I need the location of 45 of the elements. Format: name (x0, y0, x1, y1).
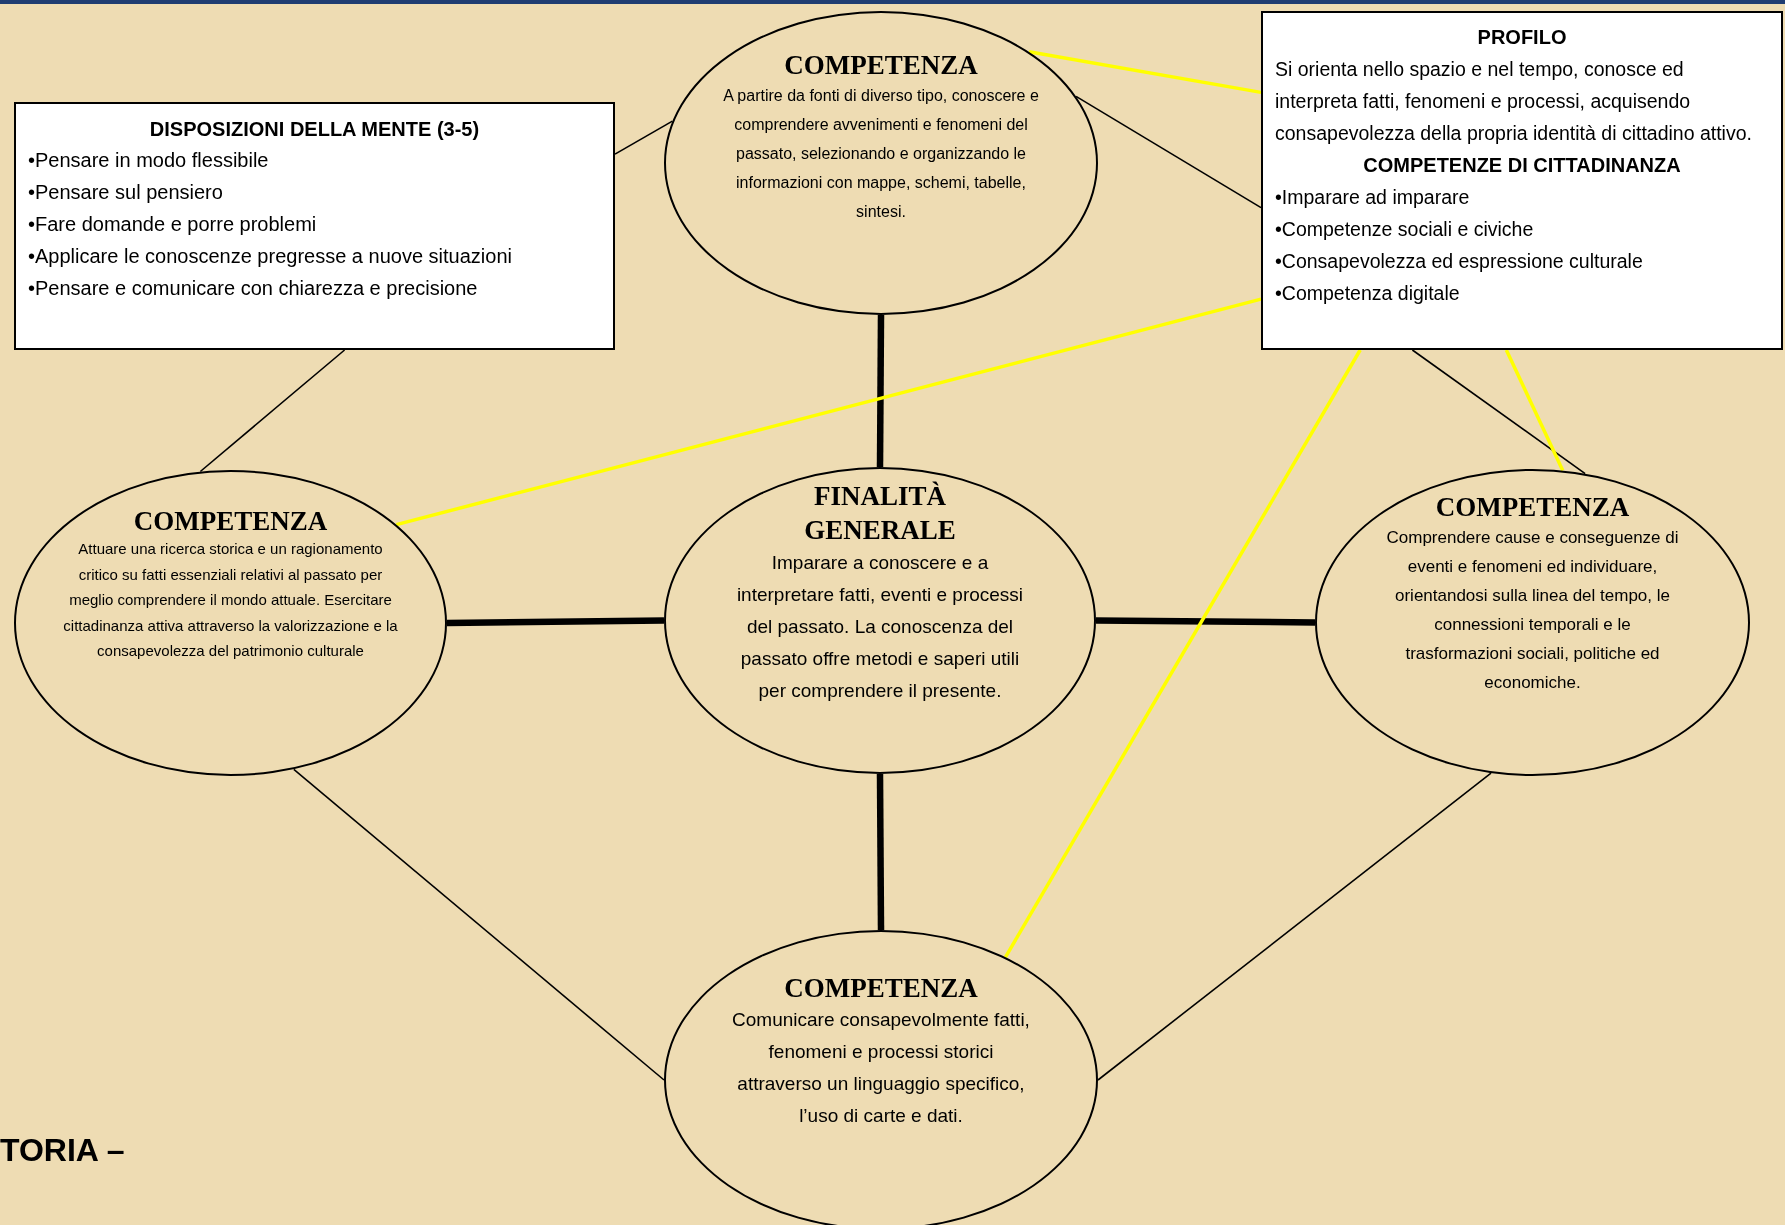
ellipse-node (1315, 469, 1750, 776)
body-text: A partire da fonti di diverso tipo, conoscere e comprendere avvenimenti e fenomeni del passato, selezionando e organizzando le informazioni con mappe, schemi, tabelle, sintesi. (722, 86, 1040, 222)
connector-line (1095, 617, 1316, 626)
connector-line (1411, 349, 1586, 475)
body-text: Comunicare consapevolmente fatti, fenomeni e processi storici attraverso un linguaggio specifico, l’uso di carte e dati. (731, 1008, 1031, 1128)
connector-line (876, 773, 885, 931)
heading: PROFILO (1476, 25, 1568, 50)
body-text: •Pensare e comunicare con chiarezza e precisione (28, 276, 479, 301)
body-text: •Fare domande e porre problemi (28, 212, 318, 237)
connector-line (199, 349, 346, 473)
connector-line (446, 617, 665, 627)
ellipse-node (664, 467, 1096, 774)
connector-line (1504, 349, 1565, 472)
ellipse-node (14, 470, 447, 776)
body-text: Comprendere cause e conseguenze di eventi e fenomeni ed individuare, orientandosi sulla linea del tempo, le connessioni temporali e le trasformazioni sociali, politiche ed economiche. (1385, 527, 1680, 694)
connector-line (1003, 349, 1362, 958)
heading: COMPETENZE DI CITTADINANZA (1362, 153, 1682, 178)
heading: COMPETENZA (1435, 491, 1630, 523)
ellipse-node (664, 11, 1098, 315)
connector-line (1028, 50, 1262, 95)
body-text: •Imparare ad imparare (1275, 185, 1471, 210)
heading: COMPETENZA (784, 972, 978, 1004)
title-fragment: TORIA – (0, 1131, 125, 1170)
body-text: •Pensare in modo flessibile (28, 148, 270, 173)
text-box (1261, 11, 1783, 350)
connector-line (293, 768, 665, 1081)
connector-line (876, 314, 885, 468)
body-text: Attuare una ricerca storica e un ragionamento critico su fatti essenziali relativi al passato per meglio comprendere il mondo attuale. Esercitare cittadinanza attiva attraverso la valorizzazione e la consapevolezza del patrimonio culturale (62, 539, 399, 661)
heading: COMPETENZA (784, 49, 978, 81)
heading: COMPETENZA (133, 506, 328, 536)
ellipse-node (664, 930, 1098, 1225)
body-text: •Applicare le conoscenze pregresse a nuove situazioni (28, 244, 513, 269)
body-text: Si orienta nello spazio e nel tempo, conosce ed interpreta fatti, fenomeni e processi, acquisendo consapevolezza della propria identità di cittadino attivo. (1275, 57, 1753, 146)
body-text: •Competenza digitale (1275, 281, 1461, 306)
heading: FINALITÀ GENERALE (803, 480, 957, 547)
connector-line (614, 120, 674, 155)
body-text: Imparare a conoscere e a interpretare fatti, eventi e processi del passato. La conoscenza del passato offre metodi e saperi utili per comprendere il presente. (735, 551, 1025, 703)
heading: DISPOSIZIONI DELLA MENTE (3-5) (148, 117, 481, 142)
text-box (14, 102, 615, 350)
connector-line (1097, 772, 1492, 1081)
body-text: •Competenze sociali e civiche (1275, 217, 1535, 242)
body-text: •Consapevolezza ed espressione culturale (1275, 249, 1644, 274)
body-text: •Pensare sul pensiero (28, 180, 224, 205)
connector-line (1075, 95, 1262, 209)
connector-line (395, 297, 1262, 527)
